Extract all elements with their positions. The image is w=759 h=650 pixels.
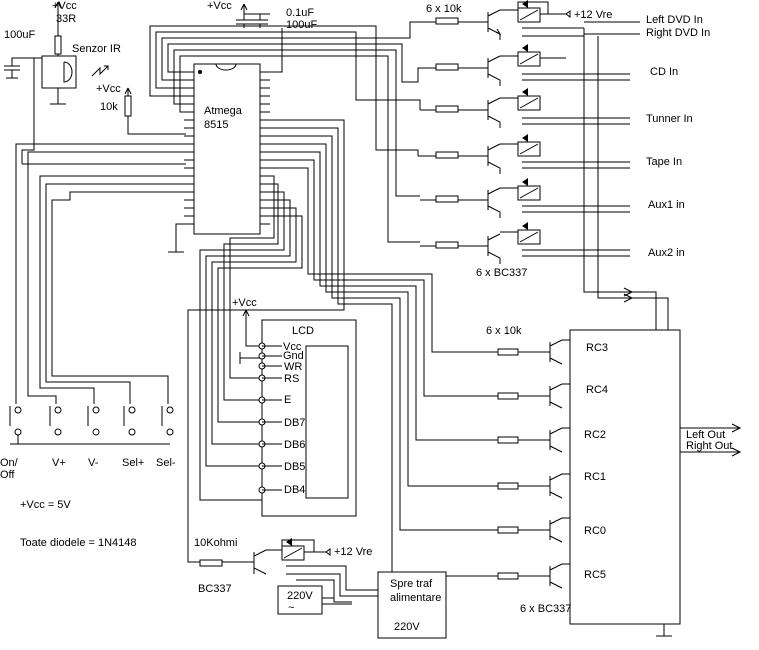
ir-sensor-section: +Vcc 33R 100uF Senzor IR [4, 0, 186, 165]
diode-note: Toate diodele = 1N4148 [20, 537, 137, 549]
button-on-off[interactable]: On/ Off [0, 406, 22, 481]
rc-chip [569, 329, 681, 625]
lcd-pin-wr: WR [284, 361, 302, 373]
input-relay-stages: 6 x 10k +12 Vre [410, 0, 710, 330]
lcd-pin-gnd: Gnd [283, 350, 304, 362]
cap-100uf-label-top: 100uF [286, 19, 317, 31]
left-out-label: Left Out [686, 429, 725, 441]
button-v-minus-label: V- [88, 457, 99, 469]
input-tape: Tape In [646, 156, 682, 168]
relay-supply-label: +12 Vre [574, 9, 612, 21]
transformer-box [377, 571, 447, 639]
atmega-8515-chip [193, 63, 261, 235]
rc-transistors [497, 339, 570, 589]
vcc-label-top-left: +Vcc [52, 0, 77, 12]
bc337-label: BC337 [198, 583, 232, 595]
ir-sensor-label: Senzor IR [72, 43, 121, 55]
rc2-label: RC2 [584, 429, 606, 441]
res-array-mid-label: 6 x 10k [486, 325, 522, 337]
mcu-name-line2: 8515 [204, 119, 228, 131]
input-left-dvd: Left DVD In [646, 14, 703, 26]
transformer-voltage: 220V [394, 621, 420, 633]
input-cd: CD In [650, 66, 678, 78]
mains-box-label: 220V [287, 590, 313, 602]
mains-box [277, 585, 323, 615]
input-right-dvd: Right DVD In [646, 27, 710, 39]
lcd-title: LCD [292, 325, 314, 337]
button-sel-plus[interactable]: Sel+ [122, 406, 144, 469]
mcu-name-line1: Atmega [204, 105, 243, 117]
lcd-pin-db6: DB6 [284, 439, 305, 451]
res-array-top-label: 6 x 10k [426, 3, 462, 15]
input-tunner: Tunner In [646, 113, 693, 125]
power-relay-section: 10Kohmi BC337 +12 Vre 220V ~ Spre traf a… [194, 537, 447, 639]
transformer-label-1: Spre traf [390, 578, 433, 590]
rc3-label: RC3 [586, 342, 608, 354]
mcu-top-bus [149, 21, 421, 243]
mcu-left-pins [184, 71, 194, 225]
relay-supply-bottom-label: +12 Vre [334, 546, 372, 558]
vcc-label-caps: +Vcc [207, 0, 232, 12]
lcd-pin-e: E [284, 394, 291, 406]
transistors-bottom-label: 6 x BC337 [520, 603, 571, 615]
rc-controller-section: 6 x 10k RC3 RC4 RC2 RC1 RC0 RC5 6 x BC33… [486, 325, 742, 637]
resistor-10k-label: 10k [100, 101, 118, 113]
relay-stage-5 [420, 178, 541, 218]
ir-sensor [41, 55, 77, 89]
lcd-module: +Vcc LCD Vcc Gnd WR RS E DB7 DB6 DB5 DB4 [232, 297, 357, 517]
relay-contact-bus [522, 21, 669, 330]
lcd-pin-rs: RS [284, 373, 299, 385]
rc0-label: RC0 [584, 525, 606, 537]
ac-symbol: ~ [288, 602, 294, 614]
mcu-right-pins [260, 71, 270, 225]
rc5-label: RC5 [584, 569, 606, 581]
button-on-off-label: On/ [0, 457, 19, 469]
vcc-label-mcu: +Vcc [96, 83, 121, 95]
resistor-10kohm-label: 10Kohmi [194, 537, 237, 549]
right-out-label: Right Out [686, 440, 732, 452]
vcc-note: +Vcc = 5V [20, 499, 71, 511]
resistor-33r-label: 33R [56, 13, 76, 25]
relay-stage-6 [420, 222, 541, 264]
relay-stage-4 [418, 134, 541, 174]
rc4-label: RC4 [586, 384, 608, 396]
input-aux2: Aux2 in [648, 247, 685, 259]
transistors-top-label: 6 x BC337 [476, 267, 527, 279]
cap-01uf-label: 0.1uF [286, 7, 314, 19]
transformer-label-2: alimentare [390, 592, 441, 604]
button-on-off-label2: Off [0, 469, 15, 481]
rc1-label: RC1 [584, 471, 606, 483]
button-v-minus[interactable]: V- [87, 406, 100, 469]
input-labels: Left DVD In Right DVD In CD In Tunner In… [646, 14, 710, 259]
button-sel-plus-label: Sel+ [122, 457, 144, 469]
input-aux1: Aux1 in [648, 199, 685, 211]
button-v-plus-label: V+ [52, 457, 66, 469]
lcd-screen [305, 345, 349, 499]
button-sel-minus-label: Sel- [156, 457, 176, 469]
lcd-pin-db4: DB4 [284, 484, 305, 496]
button-bank: On/ Off V+ V- Sel+ Sel- [0, 143, 186, 481]
lcd-vcc-label: +Vcc [232, 297, 257, 309]
cap-100uf-label-left: 100uF [4, 29, 35, 41]
lcd-pin-vcc: Vcc [283, 341, 302, 353]
mcu-lower-bus [187, 119, 500, 577]
lcd-pin-db7: DB7 [284, 417, 305, 429]
mcu-section: +Vcc 0.1uF 100uF +Vcc 10k Atmega 8515 [96, 0, 421, 253]
relay-stage-1: +12 Vre [420, 0, 612, 40]
button-v-plus[interactable]: V+ [49, 406, 66, 469]
relay-stage-3 [420, 88, 541, 128]
button-sel-minus[interactable]: Sel- [156, 406, 176, 469]
lcd-pin-db5: DB5 [284, 461, 305, 473]
relay-stage-2 [410, 44, 566, 86]
